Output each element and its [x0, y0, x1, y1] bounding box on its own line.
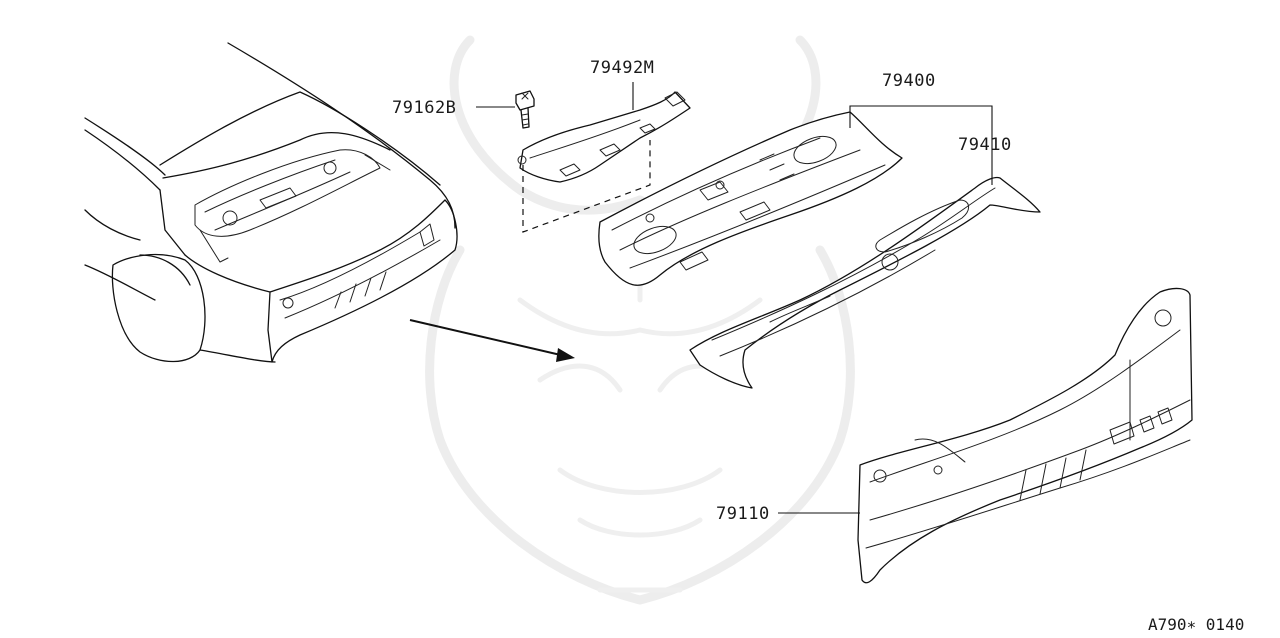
- bolt-part: [515, 90, 535, 129]
- leader-lines: [476, 82, 993, 514]
- direction-arrow: [409, 319, 575, 362]
- part-label-79110: 79110: [716, 504, 770, 524]
- parcel-shelf-panel: [689, 176, 1041, 389]
- parcel-shelf-assembly: [598, 111, 903, 286]
- car-rear-body: [84, 42, 458, 363]
- rear-panel: [857, 287, 1193, 584]
- figure-code: A790∗ 0140: [1148, 615, 1244, 634]
- part-label-79162b: 79162B: [392, 98, 456, 118]
- part-label-79400: 79400: [882, 71, 936, 91]
- bracket-part: [517, 91, 691, 183]
- part-label-79410: 79410: [958, 135, 1012, 155]
- part-label-79492m: 79492M: [590, 58, 654, 78]
